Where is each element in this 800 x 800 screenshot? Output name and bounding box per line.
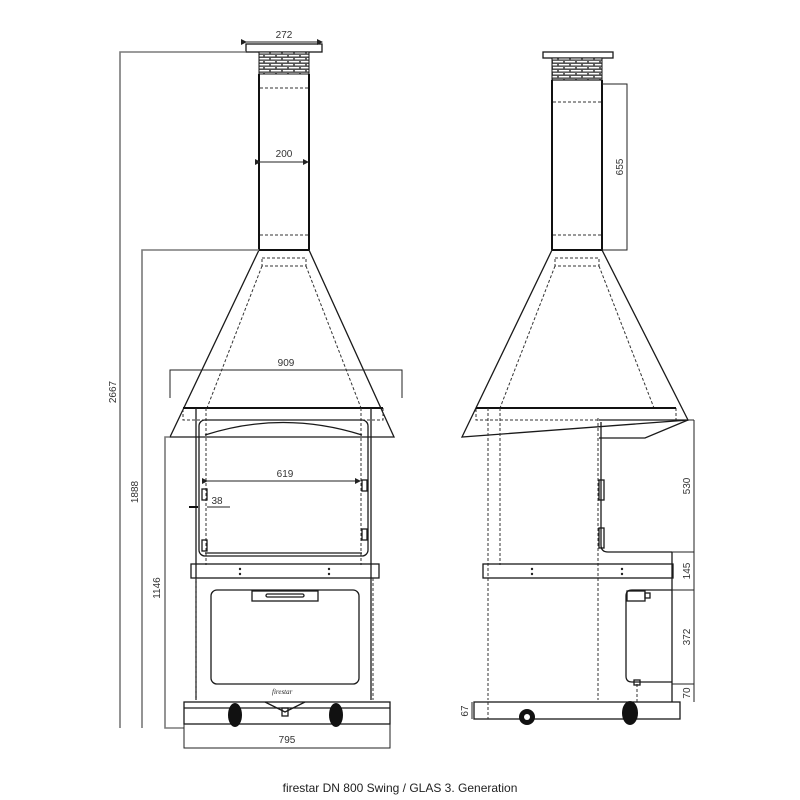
hinge [598,479,605,501]
caster-wheel [622,701,638,725]
dim-hood-width: 909 [278,358,295,369]
dim-door-height: 530 [682,477,693,494]
hinge [201,539,208,552]
chimney-cap [542,51,614,59]
dim-firebox-top-height: 1146 [152,577,163,599]
hinge [361,479,368,492]
dim-base-width: 795 [279,735,296,746]
firestar-logo: firestar [272,688,293,696]
front-view: firestar [168,43,396,727]
shelf [190,563,380,579]
chimney-brick-grille [551,57,603,81]
hinge [201,488,208,501]
side-door [600,422,672,553]
base-plinth [473,701,681,720]
side-dimensions: 655 530 145 372 70 67 [460,83,695,719]
hinge [598,527,605,549]
hinge [361,528,368,541]
drawing-caption: firestar DN 800 Swing / GLAS 3. Generati… [282,781,518,795]
dim-shelf-height: 145 [682,562,693,579]
wood-drawer [210,589,360,685]
chimney-cap [245,43,323,53]
dim-hood-bottom-height: 1888 [130,480,141,503]
chimney-brick-grille [258,51,310,75]
dim-chimney-width: 200 [276,149,293,160]
dim-chimney-section: 655 [615,158,626,175]
dim-frame-offset: 38 [211,496,223,507]
front-dimensions: 272 200 2667 1888 1146 909 619 38 795 [108,30,403,749]
dim-drawer-height: 372 [682,628,693,645]
base-plinth [183,701,391,725]
dim-chimney-cap-width: 272 [276,30,293,41]
caster-wheel [228,703,242,727]
dim-drawer-bottom-gap: 70 [682,687,693,699]
dim-overall-height: 2667 [108,380,119,403]
dim-glass-width: 619 [277,469,294,480]
shelf [482,563,674,579]
side-view [460,51,690,725]
glass-door [198,419,369,557]
dim-base-height: 67 [460,705,471,717]
door-arch [204,421,363,436]
drawer-handle-plate [251,590,319,602]
drawer-side [625,589,672,683]
drawer-handle [265,593,305,598]
caster-wheel [329,703,343,727]
